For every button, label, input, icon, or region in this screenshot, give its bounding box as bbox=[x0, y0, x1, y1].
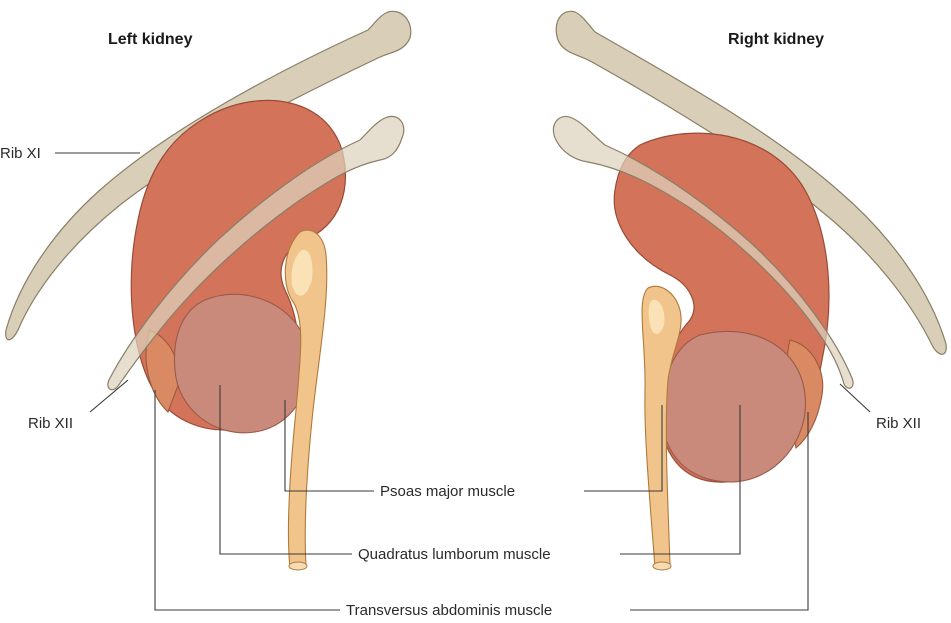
rib-xi-label: Rib XI bbox=[0, 145, 41, 162]
rib-xii-right-label: Rib XII bbox=[876, 415, 921, 432]
left-quadratus-region bbox=[175, 294, 309, 433]
left-kidney-title: Left kidney bbox=[108, 31, 193, 48]
transversus-label: Transversus abdominis muscle bbox=[346, 602, 552, 619]
left-psoas-cut-end bbox=[289, 562, 307, 570]
psoas-label: Psoas major muscle bbox=[380, 483, 515, 500]
right-kidney-group bbox=[553, 11, 946, 570]
rib-xii-left-label: Rib XII bbox=[28, 415, 73, 432]
quadratus-label: Quadratus lumborum muscle bbox=[358, 546, 551, 563]
right-quadratus-region bbox=[662, 331, 805, 482]
left-kidney-group bbox=[6, 11, 411, 570]
right-kidney-title: Right kidney bbox=[728, 31, 824, 48]
leader-rib-xii-right bbox=[840, 384, 870, 412]
right-psoas-cut-end bbox=[653, 562, 671, 570]
